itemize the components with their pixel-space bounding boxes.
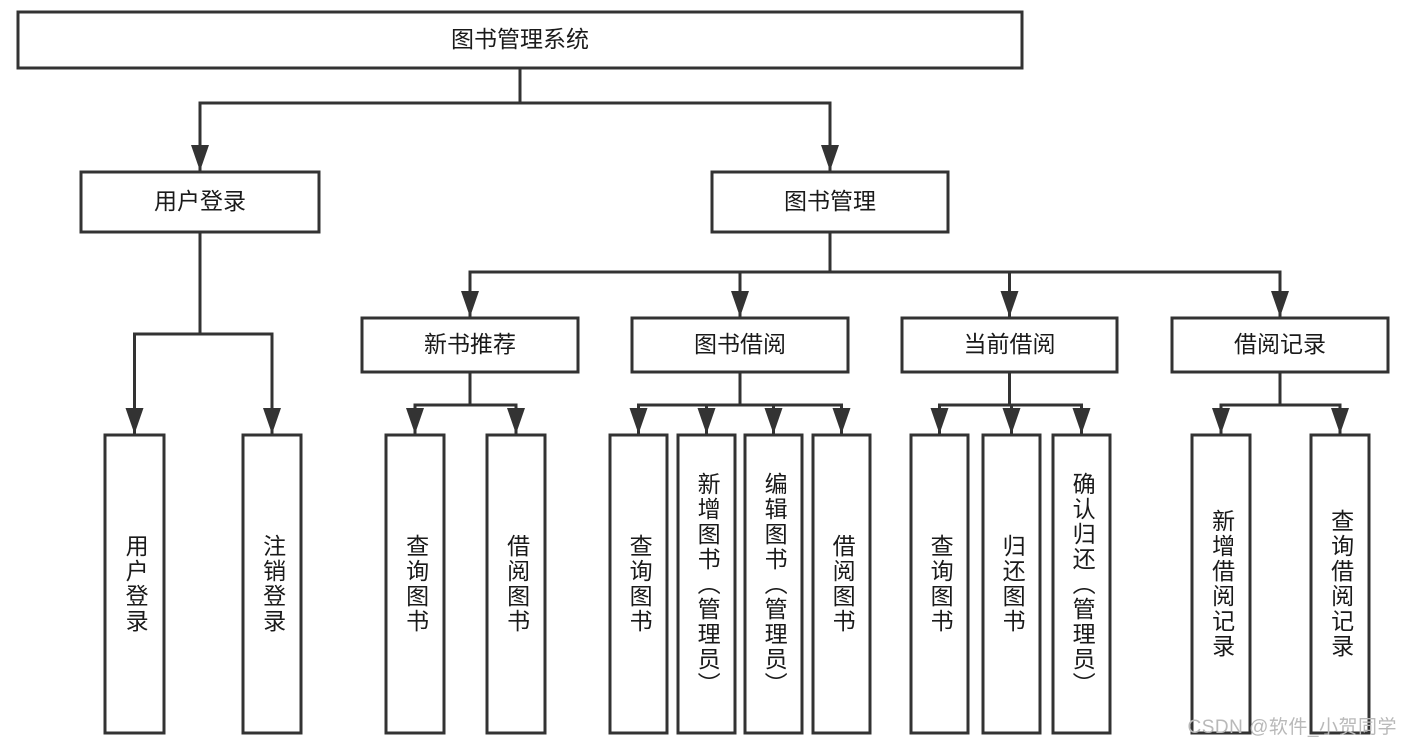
root-to-level2-arrow-0 [191, 145, 209, 171]
user-login-to-leaves-arrow-0 [125, 408, 144, 434]
node-root[interactable] [16, 10, 1024, 70]
book-mgmt-to-level3-arrow-1 [731, 291, 749, 317]
node-leaf-2[interactable] [384, 433, 446, 735]
node-level3-3[interactable] [1170, 316, 1390, 374]
node-level3-label-2: 当前借阅 [964, 331, 1056, 357]
node-leaf-3[interactable] [485, 433, 547, 735]
node-leaf-4[interactable] [608, 433, 669, 735]
book-mgmt-to-level3-arrow-3 [1271, 291, 1289, 317]
node-level3-label-3: 借阅记录 [1234, 331, 1326, 357]
connector-lines [125, 66, 1349, 435]
node-level3-label-0: 新书推荐 [424, 331, 516, 357]
node-leaf-6[interactable] [743, 433, 804, 735]
borrow-to-leaves-arrow-1 [697, 408, 716, 434]
node-level3-2[interactable] [900, 316, 1119, 374]
csdn-watermark: CSDN @软件_小贺同学 [1187, 717, 1397, 738]
node-level3-label-1: 图书借阅 [694, 331, 786, 357]
current-to-leaves-arrow-0 [930, 408, 949, 434]
node-level3-0[interactable] [360, 316, 580, 374]
node-leaf-0[interactable] [103, 433, 166, 735]
node-leaf-12[interactable] [1309, 433, 1371, 735]
node-root-label: 图书管理系统 [451, 26, 589, 52]
book-mgmt-to-level3-arrow-0 [461, 291, 479, 317]
root-to-level2-arrow-1 [821, 145, 839, 171]
node-leaf-5[interactable] [676, 433, 737, 735]
node-leaf-11[interactable] [1190, 433, 1252, 735]
node-leaf-8[interactable] [909, 433, 970, 735]
current-to-leaves-arrow-1 [1002, 408, 1021, 434]
node-level2-label-1: 图书管理 [784, 188, 876, 214]
node-level2-label-0: 用户登录 [154, 188, 246, 214]
node-leaf-10[interactable] [1051, 433, 1112, 735]
node-boxes [16, 10, 1390, 735]
borrow-to-leaves-arrow-0 [629, 408, 648, 434]
records-to-leaves-arrow-1 [1331, 408, 1349, 434]
node-level3-1[interactable] [630, 316, 850, 374]
records-to-leaves-arrow-0 [1212, 408, 1230, 434]
node-leaf-9[interactable] [981, 433, 1042, 735]
borrow-to-leaves-arrow-3 [832, 408, 851, 434]
current-to-leaves-arrow-2 [1072, 408, 1091, 434]
node-leaf-1[interactable] [241, 433, 303, 735]
node-leaf-7[interactable] [811, 433, 872, 735]
node-level2-1[interactable] [710, 170, 950, 234]
node-level2-0[interactable] [79, 170, 321, 234]
borrow-to-leaves-arrow-2 [764, 408, 783, 434]
new-book-to-leaves-arrow-0 [406, 408, 424, 434]
book-mgmt-to-level3-arrow-2 [1000, 291, 1019, 317]
new-book-to-leaves-arrow-1 [507, 408, 525, 434]
user-login-to-leaves-arrow-1 [263, 408, 281, 434]
